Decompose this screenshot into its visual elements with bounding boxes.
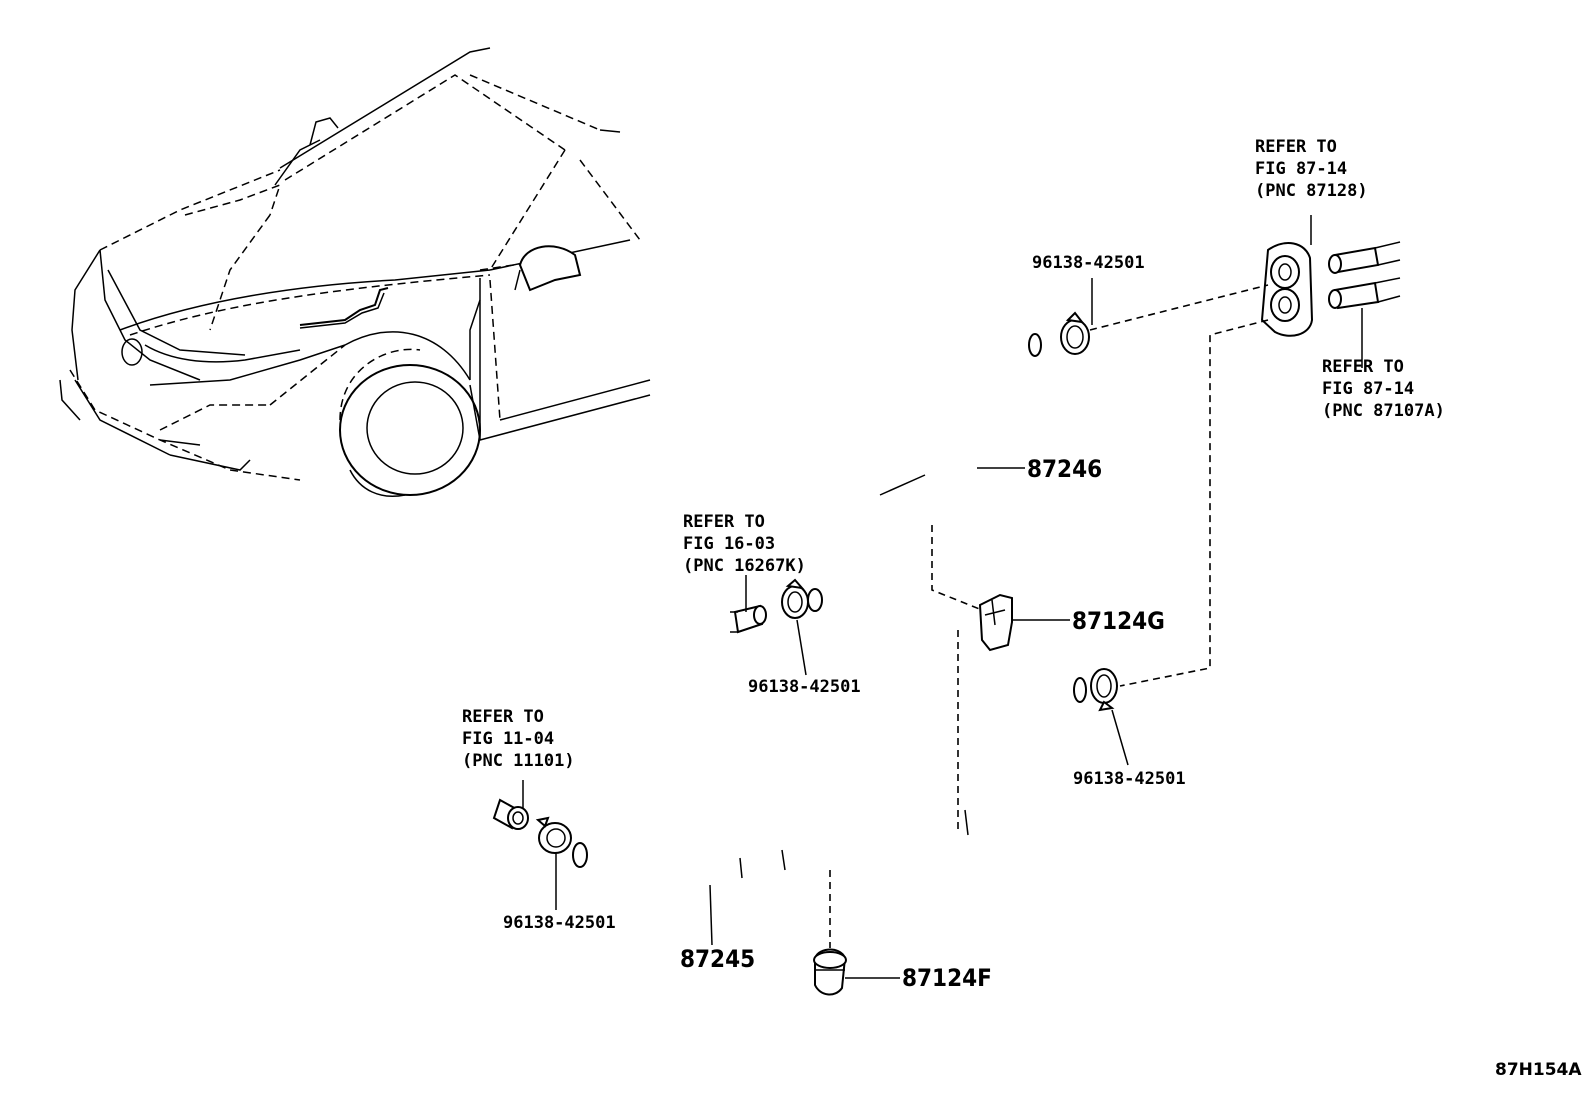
engine-inlet-fitting [492,798,529,830]
dashed-connectors [829,284,1269,948]
ref-heater-pipes-l1: REFER TO [1322,357,1404,377]
clamp-part-number: 87124F [902,964,992,992]
clip-lower [535,816,572,854]
clip-middle-part-number: 96138-42501 [748,677,861,697]
ref-engine-outlet-l3: (PNC 16267K) [683,556,806,576]
ref-engine-outlet-l2: FIG 16-03 [683,534,775,554]
engine-outlet-fitting [730,604,767,634]
clip-right-part-number: 96138-42501 [1073,769,1186,789]
bracket-87124G [978,593,1013,652]
heater-valve-block [1260,242,1314,337]
ref-heater-valve-l2: FIG 87-14 [1255,159,1347,179]
clamp-87124F [813,948,847,996]
ref-engine-inlet-l3: (PNC 11101) [462,751,575,771]
ref-engine-inlet-l2: FIG 11-04 [462,729,554,749]
clip-top [1060,311,1090,355]
leader-lines [522,215,1363,979]
car-illustration [59,47,651,497]
ref-engine-inlet-l1: REFER TO [462,707,544,727]
clip-lower-part-number: 96138-42501 [503,913,616,933]
labels: REFER TO FIG 87-14 (PNC 87128) REFER TO … [462,137,1582,1080]
bracket-part-number: 87124G [1072,607,1165,635]
ref-engine-outlet-l1: REFER TO [683,512,765,532]
clip-top-part-number: 96138-42501 [1032,253,1145,273]
diagram-code: 87H154A [1495,1060,1582,1080]
clip-middle [781,578,809,619]
ref-heater-valve-l3: (PNC 87128) [1255,181,1368,201]
ref-heater-pipes-l2: FIG 87-14 [1322,379,1414,399]
hose-upper-part-number: 87246 [1027,455,1102,483]
heater-pipes [1328,241,1401,310]
hose-87245 [570,677,1090,882]
hose-87246 [806,333,1044,612]
ref-heater-pipes-l3: (PNC 87107A) [1322,401,1445,421]
hose-lower-part-number: 87245 [680,945,755,973]
ref-heater-valve-l1: REFER TO [1255,137,1337,157]
clip-right [1090,668,1118,712]
